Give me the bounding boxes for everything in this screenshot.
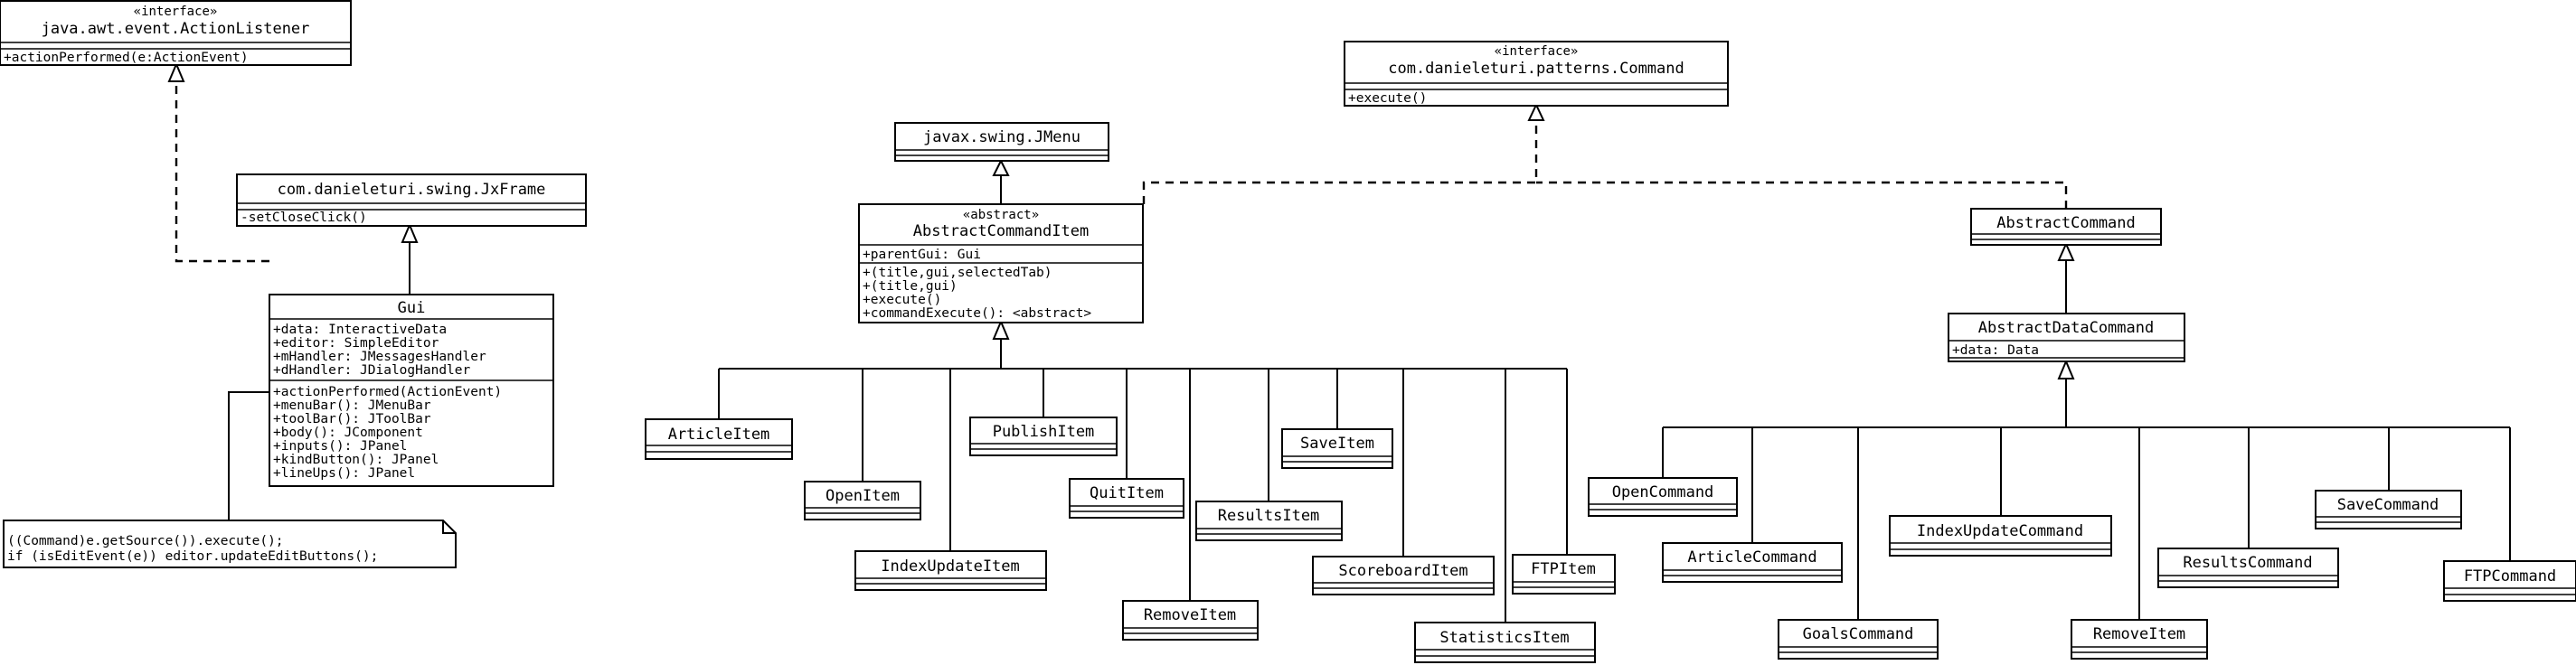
note-anchor-line — [228, 391, 269, 520]
class-jxframe[interactable]: com.danieleturi.swing.JxFrame -setCloseC… — [236, 173, 587, 227]
class-name: com.danieleturi.swing.JxFrame — [278, 181, 546, 199]
actionlistener-arrowhead — [167, 61, 185, 82]
class-remove-item-command[interactable]: RemoveItem — [2071, 619, 2208, 660]
operation: +(title,gui,selectedTab) — [863, 266, 1052, 280]
stereotype-label: «interface» — [134, 5, 218, 19]
class-name: StatisticsItem — [1439, 629, 1569, 647]
class-name: OpenItem — [826, 487, 900, 505]
operation: +execute() — [863, 293, 941, 307]
class-name: ArticleItem — [668, 426, 770, 444]
class-name: java.awt.event.ActionListener — [42, 20, 310, 38]
class-results-item[interactable]: ResultsItem — [1195, 501, 1343, 541]
class-ftp-command[interactable]: FTPCommand — [2443, 560, 2576, 602]
class-article-item[interactable]: ArticleItem — [645, 418, 793, 460]
abstractcommand-arrowhead — [2057, 241, 2075, 261]
class-name: QuitItem — [1090, 484, 1164, 502]
operation: +actionPerformed(e:ActionEvent) — [4, 51, 249, 65]
class-remove-item[interactable]: RemoveItem — [1122, 600, 1259, 641]
class-name: FTPCommand — [2464, 567, 2556, 585]
note-line: if (isEditEvent(e)) editor.updateEditBut… — [7, 549, 378, 564]
attribute: +parentGui: Gui — [863, 248, 981, 262]
operation: +menuBar(): JMenuBar — [273, 398, 431, 413]
operation: +commandExecute(): <abstract> — [863, 306, 1091, 321]
jmenu-arrowhead — [992, 158, 1010, 176]
class-name: ResultsItem — [1218, 507, 1320, 525]
class-save-command[interactable]: SaveCommand — [2315, 490, 2462, 529]
class-name: SaveItem — [1300, 435, 1374, 453]
class-quit-item[interactable]: QuitItem — [1069, 478, 1184, 519]
operation: +inputs(): JPanel — [273, 439, 407, 454]
attribute: +dHandler: JDialogHandler — [273, 363, 471, 378]
attribute: +editor: SimpleEditor — [273, 336, 439, 351]
class-gui[interactable]: Gui +data: InteractiveData +editor: Simp… — [269, 294, 554, 487]
class-open-command[interactable]: OpenCommand — [1588, 477, 1738, 517]
connectors — [167, 61, 2511, 623]
attribute: +mHandler: JMessagesHandler — [273, 350, 486, 364]
stereotype-label: «interface» — [1495, 44, 1579, 59]
class-name: PublishItem — [993, 423, 1095, 441]
class-name: com.danieleturi.patterns.Command — [1388, 60, 1684, 78]
command-arrowhead — [1527, 102, 1545, 121]
class-abstract-command-item[interactable]: «abstract» AbstractCommandItem +parentGu… — [858, 203, 1144, 323]
command-generalization-arrow — [2057, 359, 2075, 379]
class-name: ResultsCommand — [2183, 554, 2312, 572]
class-command[interactable]: «interface» com.danieleturi.patterns.Com… — [1344, 41, 1729, 107]
class-name: FTPItem — [1531, 560, 1596, 578]
class-name: ScoreboardItem — [1338, 562, 1467, 580]
class-name: AbstractCommand — [1996, 214, 2136, 232]
class-action-listener[interactable]: «interface» java.awt.event.ActionListene… — [0, 0, 352, 66]
class-name: ArticleCommand — [1687, 548, 1816, 567]
class-jmenu[interactable]: javax.swing.JMenu — [894, 122, 1109, 162]
class-name: AbstractDataCommand — [1978, 319, 2154, 337]
class-name: RemoveItem — [1144, 606, 1236, 624]
realization-aci-command — [1142, 120, 1538, 204]
class-open-item[interactable]: OpenItem — [804, 481, 921, 520]
class-abstract-data-command[interactable]: AbstractDataCommand +data: Data — [1948, 313, 2185, 362]
class-index-update-item[interactable]: IndexUpdateItem — [854, 550, 1047, 591]
class-statistics-item[interactable]: StatisticsItem — [1414, 622, 1596, 663]
class-save-item[interactable]: SaveItem — [1281, 428, 1393, 469]
note-line: ((Command)e.getSource()).execute(); — [7, 534, 284, 548]
operation: +execute() — [1348, 91, 1427, 106]
class-publish-item[interactable]: PublishItem — [969, 417, 1118, 456]
attribute: +data: InteractiveData — [273, 323, 447, 337]
class-name: SaveCommand — [2337, 496, 2439, 514]
class-article-command[interactable]: ArticleCommand — [1662, 542, 1843, 583]
operation: +lineUps(): JPanel — [273, 466, 415, 481]
operation: +toolBar(): JToolBar — [273, 412, 431, 426]
class-name: Gui — [398, 299, 426, 317]
stereotype-label: «abstract» — [963, 208, 1039, 222]
operation: -setCloseClick() — [241, 211, 367, 225]
class-goals-command[interactable]: GoalsCommand — [1778, 619, 1939, 660]
class-name: OpenCommand — [1612, 483, 1714, 501]
item-generalization-arrow — [992, 319, 1010, 340]
realization-abstractcommand-command — [1536, 181, 2068, 209]
class-name: javax.swing.JMenu — [923, 128, 1080, 146]
class-scoreboard-item[interactable]: ScoreboardItem — [1312, 556, 1495, 595]
class-results-command[interactable]: ResultsCommand — [2157, 548, 2339, 588]
class-name: AbstractCommandItem — [913, 222, 1089, 240]
attribute: +data: Data — [1952, 343, 2039, 358]
operation: +kindButton(): JPanel — [273, 453, 439, 467]
code-note[interactable]: ((Command)e.getSource()).execute(); if (… — [3, 520, 457, 568]
jxframe-arrowhead — [401, 222, 419, 243]
class-index-update-command[interactable]: IndexUpdateCommand — [1889, 515, 2112, 557]
operation: +body(): JComponent — [273, 426, 423, 440]
class-ftp-item[interactable]: FTPItem — [1512, 554, 1616, 595]
class-name: RemoveItem — [2093, 625, 2185, 643]
class-abstract-command[interactable]: AbstractCommand — [1970, 208, 2162, 246]
operation: +actionPerformed(ActionEvent) — [273, 385, 502, 399]
class-name: GoalsCommand — [1803, 625, 1914, 643]
class-name: IndexUpdateCommand — [1917, 522, 2083, 540]
operation: +(title,gui) — [863, 279, 958, 294]
realization-gui-actionlistener — [175, 81, 269, 263]
class-name: IndexUpdateItem — [881, 557, 1020, 576]
